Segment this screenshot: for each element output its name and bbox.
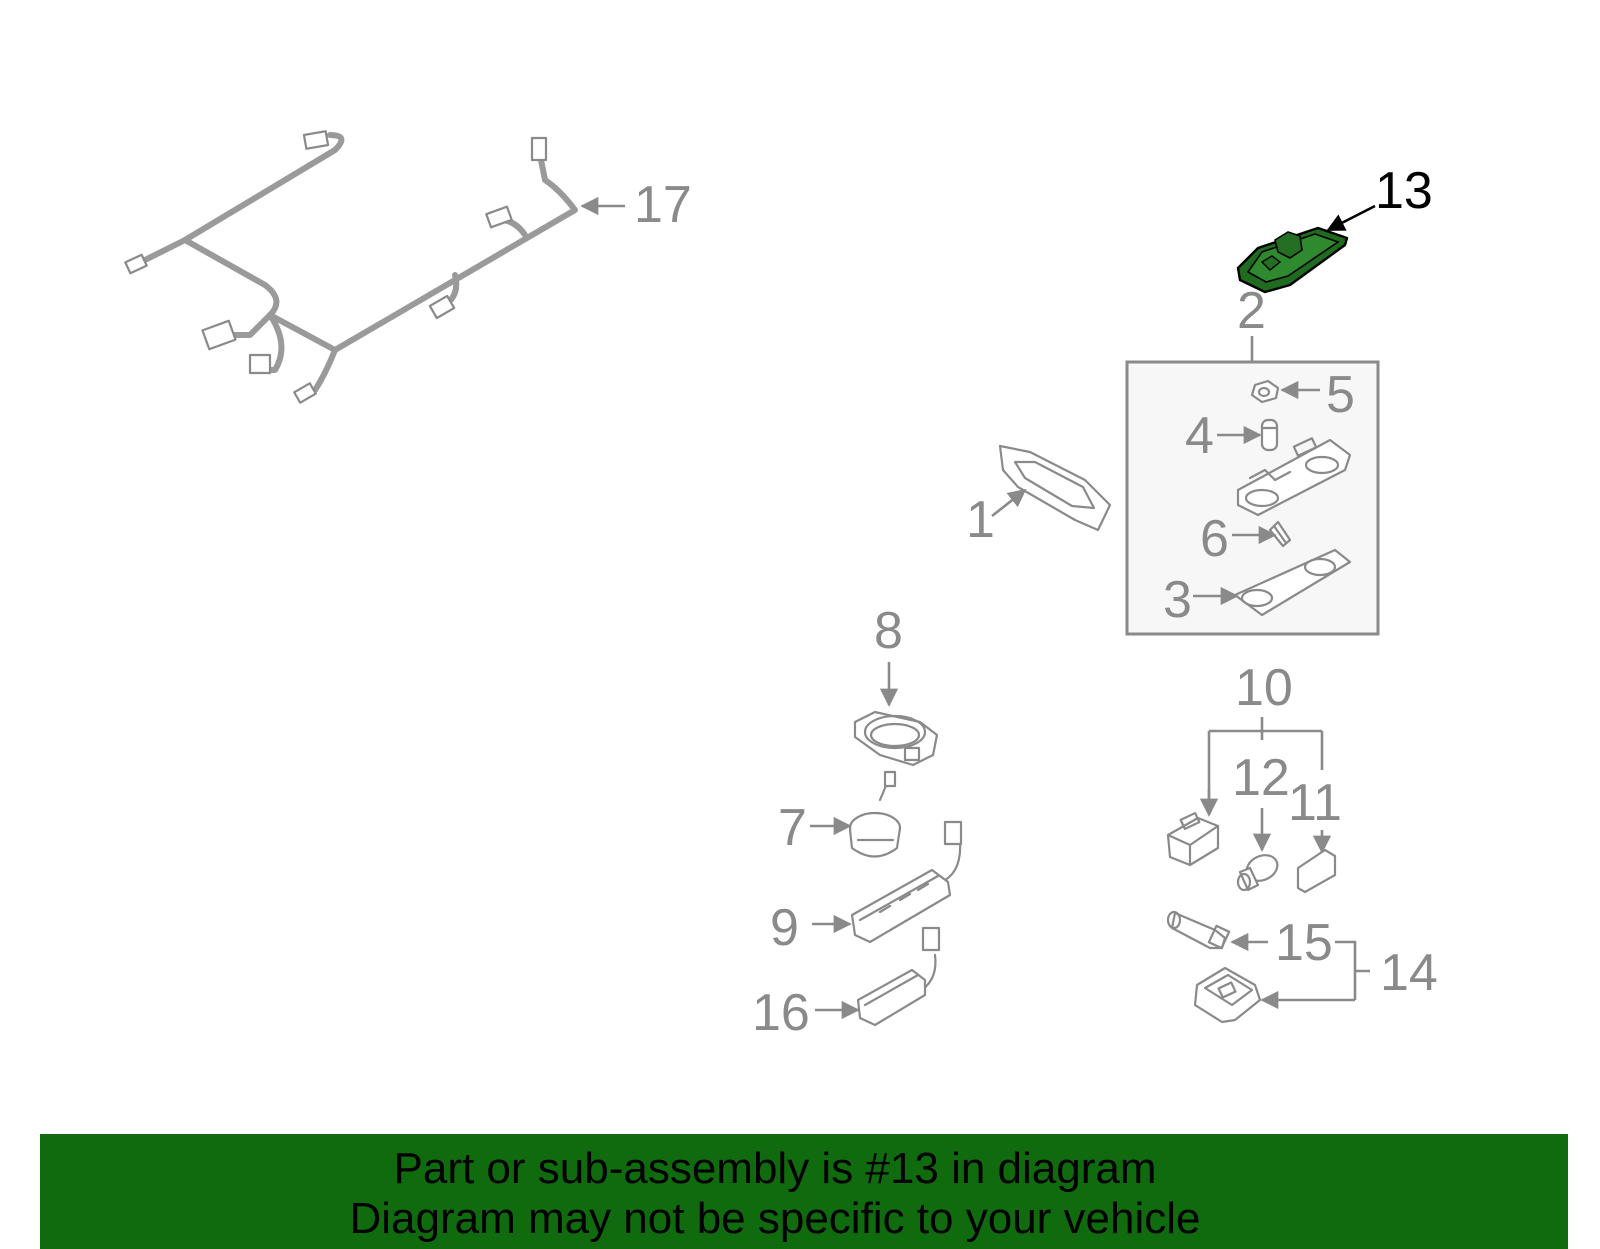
label-part-16: 16 — [752, 984, 810, 1042]
bulb-part-4[interactable] — [1260, 418, 1279, 452]
mounting-ring-part-8[interactable] — [853, 710, 939, 767]
label-part-1: 1 — [966, 491, 995, 549]
label-part-11: 11 — [1288, 774, 1342, 832]
label-part-12: 12 — [1232, 749, 1290, 807]
label-part-15: 15 — [1275, 914, 1333, 972]
label-part-7: 7 — [778, 799, 807, 857]
label-part-4: 4 — [1185, 407, 1214, 465]
lens-part-11[interactable] — [1296, 848, 1337, 894]
nut-part-5[interactable] — [1250, 379, 1280, 404]
label-part-2: 2 — [1237, 282, 1266, 340]
banner-line-1: Part or sub-assembly is #13 in diagram — [393, 1144, 1157, 1193]
wiring-harness-part-17[interactable] — [124, 130, 578, 404]
label-part-9: 9 — [770, 899, 799, 957]
lamp-housing-part-14[interactable] — [1193, 966, 1262, 1024]
label-part-3: 3 — [1163, 571, 1192, 629]
map-lamp-housing-part-13[interactable] — [1236, 226, 1349, 294]
switch-part-16[interactable] — [856, 926, 941, 1027]
label-part-6: 6 — [1200, 510, 1229, 568]
lens-part-3[interactable] — [1233, 548, 1352, 617]
lamp-body[interactable] — [1236, 437, 1352, 517]
label-part-14: 14 — [1380, 944, 1438, 1002]
label-part-10: 10 — [1235, 659, 1293, 717]
label-part-8: 8 — [874, 602, 903, 660]
banner-line-2: Diagram may not be specific to your vehi… — [349, 1194, 1201, 1243]
info-banner: Part or sub-assembly is #13 in diagram D… — [40, 1134, 1568, 1249]
label-part-5: 5 — [1326, 366, 1355, 424]
bulb-part-12[interactable] — [1236, 850, 1282, 892]
trim-bezel-part-1[interactable] — [998, 444, 1112, 532]
label-part-17: 17 — [634, 176, 692, 234]
socket-part-7[interactable] — [848, 770, 902, 858]
label-part-13: 13 — [1375, 162, 1433, 220]
bulb-part-15[interactable] — [1166, 910, 1231, 950]
switch-bar-part-9[interactable] — [850, 820, 963, 944]
lamp-module-part-10[interactable] — [1166, 811, 1220, 867]
